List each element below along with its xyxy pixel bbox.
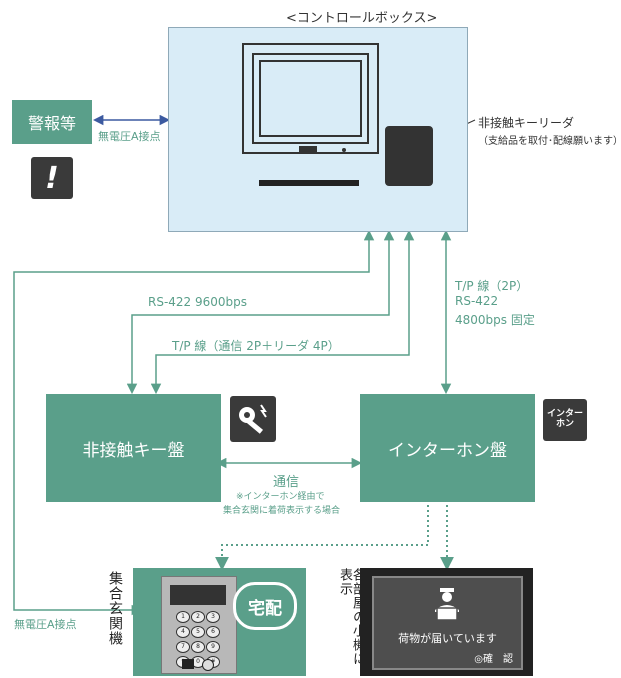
room-unit-frame: 荷物が届いています ◎確 認: [360, 568, 533, 676]
key-8: 8: [191, 641, 205, 653]
package-person-icon: [432, 588, 462, 622]
delivery-bubble: 宅配: [233, 582, 297, 630]
warning-icon: !: [31, 157, 73, 199]
intercom-icon-text-2: ホン: [555, 419, 574, 429]
monitor-led: [342, 148, 346, 152]
delivery-bubble-text: 宅配: [248, 598, 282, 619]
key-icon: [230, 396, 276, 442]
key-3: 3: [206, 611, 220, 623]
contactless-key-panel: 非接触キー盤: [46, 394, 221, 502]
tp-right-label-3: 4800bps 固定: [455, 313, 535, 327]
comm-note-1: ※インターホン経由で: [236, 492, 325, 502]
tp-right-label-2: RS-422: [455, 294, 499, 308]
tp-left-line: [150, 229, 415, 395]
comm-note-2: 集合玄関に着荷表示する場合: [223, 506, 341, 516]
entrance-button: [202, 659, 214, 671]
entrance-display: [170, 585, 226, 605]
monitor-screen: [259, 60, 362, 137]
key-1: 1: [176, 611, 190, 623]
bottom-left-link-label: 無電圧A接点: [14, 618, 77, 631]
room-unit-message: 荷物が届いています: [398, 632, 497, 645]
entrance-vertical-label: 集合玄関機: [107, 571, 123, 646]
contactless-panel-label: 非接触キー盤: [82, 440, 185, 461]
rs422-label: RS-422 9600bps: [148, 295, 248, 309]
alarm-link-label: 無電圧A接点: [98, 130, 161, 143]
key-7: 7: [176, 641, 190, 653]
monitor-frame: [242, 43, 379, 154]
room-unit-screen: 荷物が届いています ◎確 認: [372, 576, 523, 670]
intercom-panel: インターホン盤: [360, 394, 535, 502]
control-box: [168, 27, 468, 232]
key-6: 6: [206, 626, 220, 638]
tp-right-label-1: T/P 線（2P）: [455, 279, 529, 293]
monitor-slot: [299, 146, 317, 152]
reader-note: （支給品を取付･配線願います）: [478, 136, 621, 147]
comm-label: 通信: [273, 475, 300, 490]
key-4: 4: [176, 626, 190, 638]
room-unit-confirm: ◎確 認: [474, 654, 513, 665]
intercom-icon-text-1: インター: [546, 409, 583, 420]
alarm-box: 警報等: [12, 100, 92, 144]
intercom-icon: インター ホン: [543, 399, 587, 441]
intercom-panel-label: インターホン盤: [388, 440, 507, 461]
dotted-line-entrance: [215, 505, 429, 571]
key-9: 9: [206, 641, 220, 653]
reader-label: 非接触キーリーダ: [478, 116, 575, 130]
reader-device: [385, 126, 433, 186]
monitor-bezel: [252, 53, 369, 144]
key-2: 2: [191, 611, 205, 623]
rs422-line: [126, 229, 395, 395]
entrance-card-reader: [182, 659, 194, 669]
entrance-unit-bg: 1 2 3 4 5 6 7 8 9 * 0 # 宅配: [133, 568, 306, 676]
alarm-box-label: 警報等: [27, 114, 76, 133]
entrance-panel: 1 2 3 4 5 6 7 8 9 * 0 #: [161, 576, 237, 674]
key-5: 5: [191, 626, 205, 638]
control-box-title: <コントロールボックス>: [286, 11, 438, 26]
tp-left-label: T/P 線（通信 2P＋リーダ 4P）: [172, 339, 340, 353]
card-slot: [259, 180, 359, 186]
